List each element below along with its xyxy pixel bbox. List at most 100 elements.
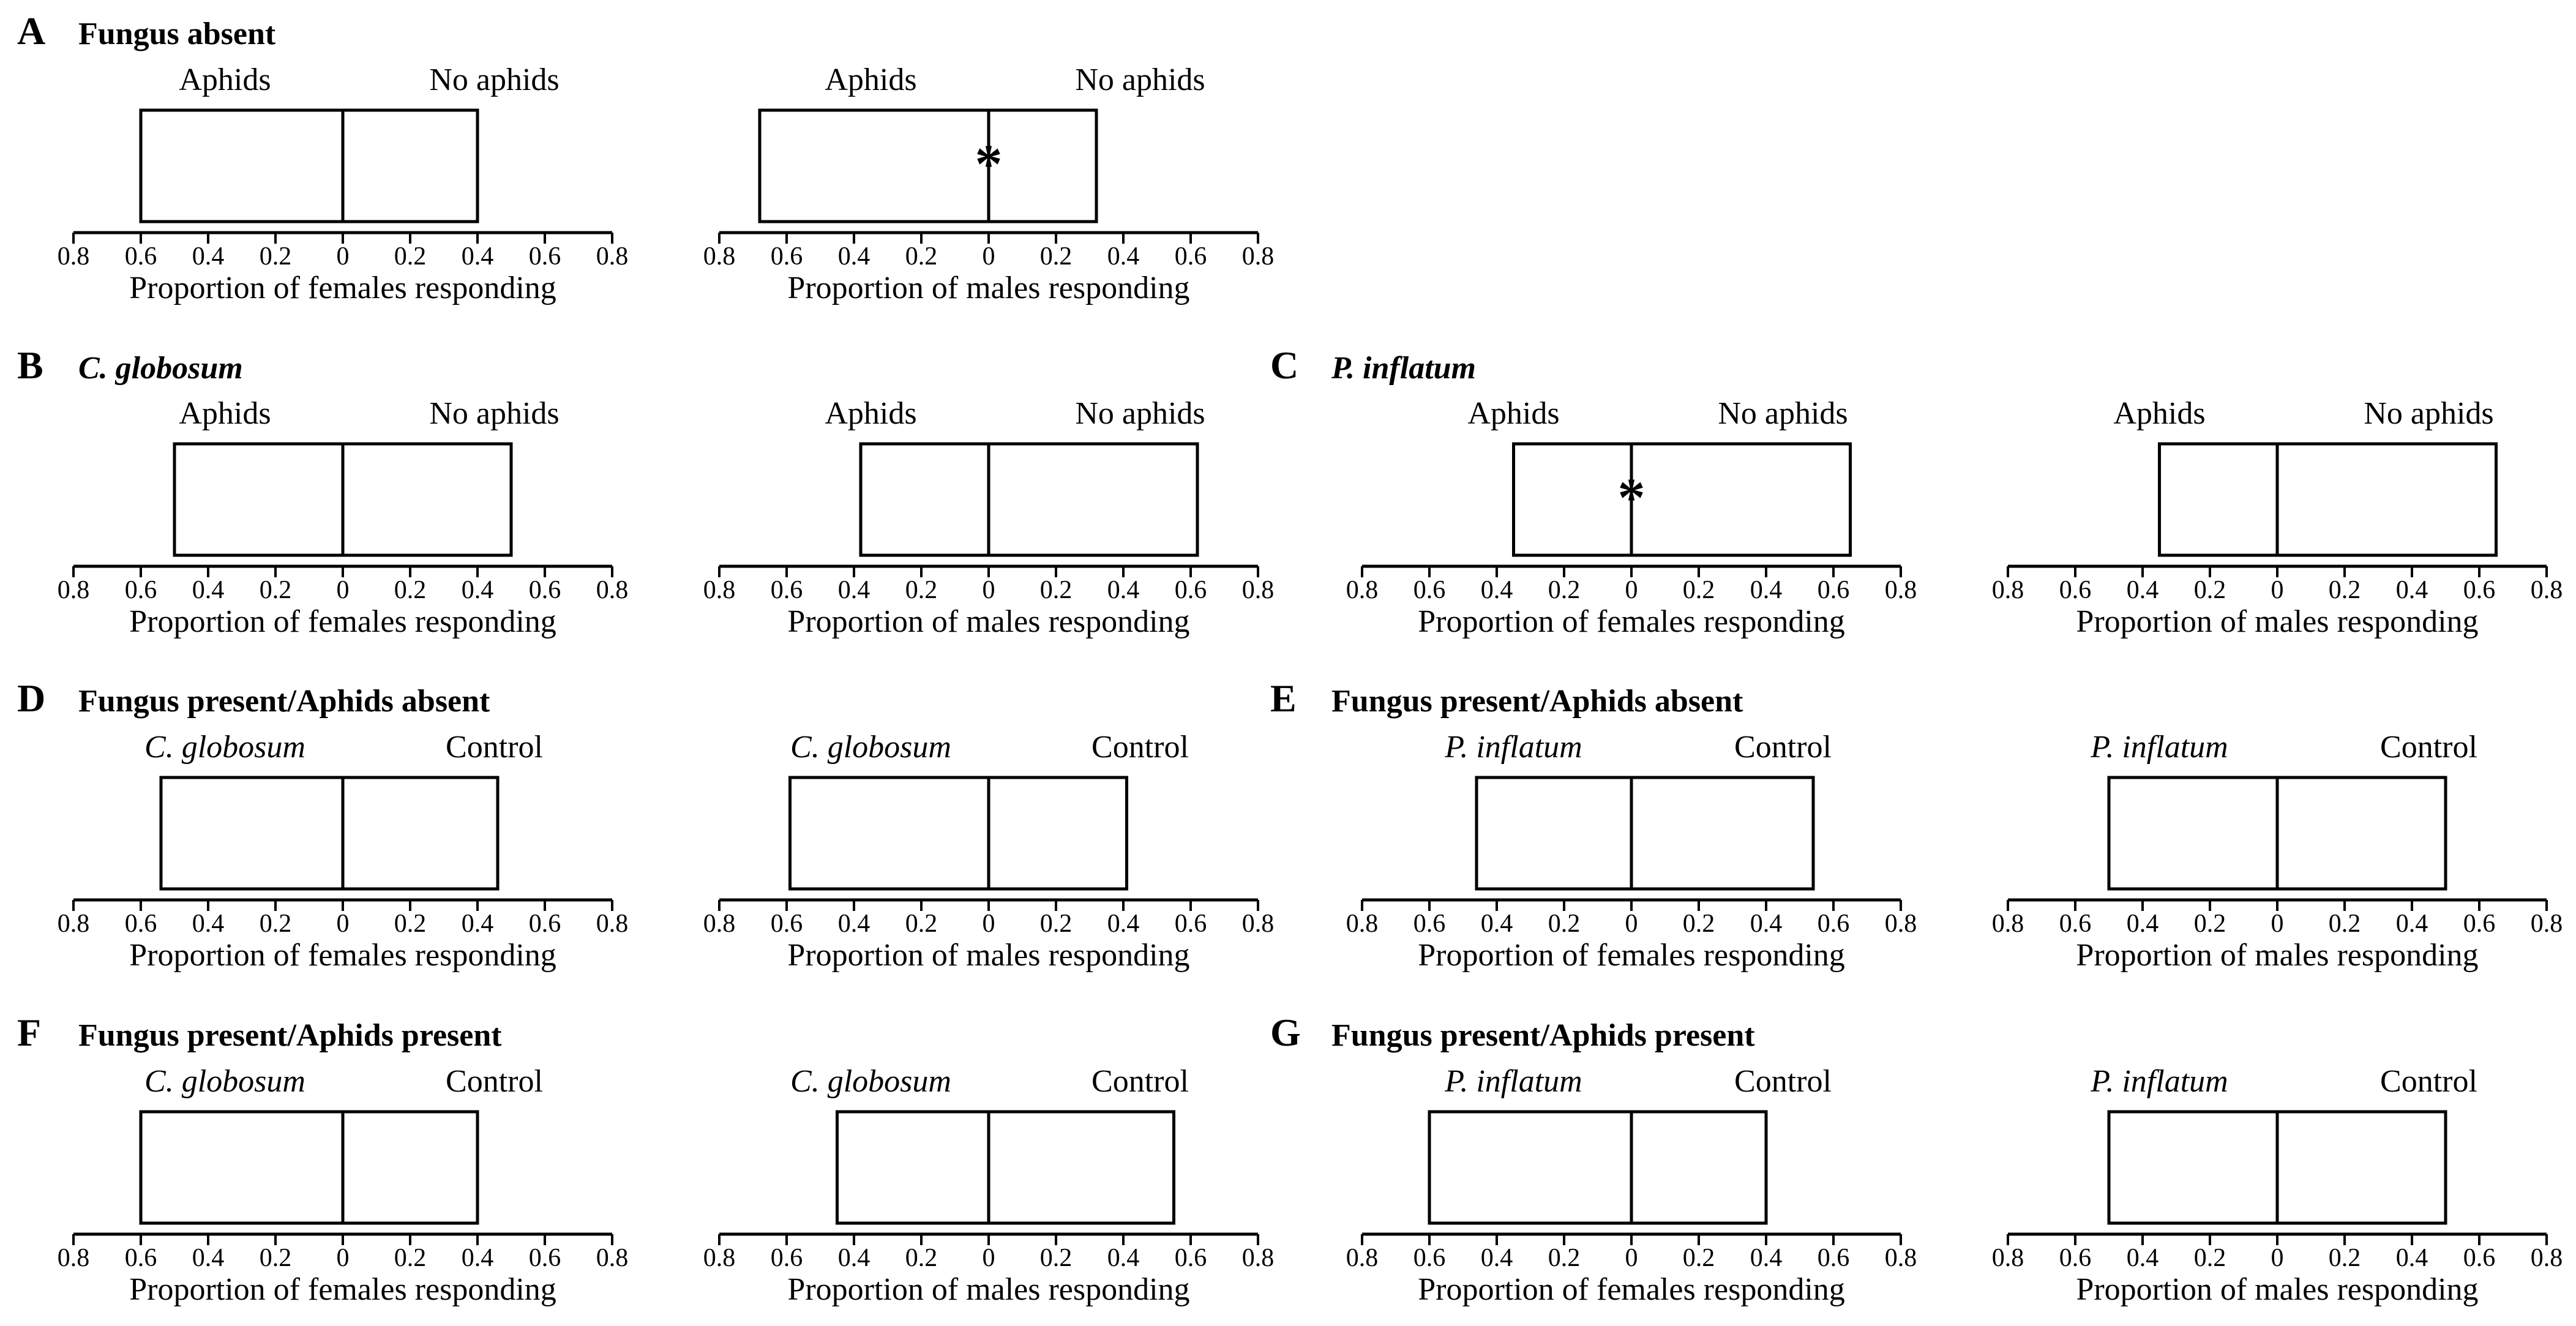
x-axis-title: Proportion of females responding xyxy=(129,1272,556,1307)
x-axis-title: Proportion of males responding xyxy=(787,604,1189,639)
left-category-label: P. inflatum xyxy=(2090,1064,2228,1099)
left-category-label: Aphids xyxy=(825,62,916,97)
left-category-label: P. inflatum xyxy=(1444,730,1582,765)
bar-right xyxy=(987,442,1199,557)
x-tick-label: 0.2 xyxy=(905,242,938,271)
bar-left xyxy=(2158,442,2279,557)
x-tick-label: 0.2 xyxy=(394,242,427,271)
x-tick-label: 0.2 xyxy=(260,1244,292,1272)
panel-letter: B xyxy=(17,343,43,387)
x-tick-label: 0.8 xyxy=(58,576,90,604)
x-tick-label: 0 xyxy=(2271,576,2284,604)
bar-right xyxy=(2275,776,2447,891)
x-axis-title: Proportion of males responding xyxy=(787,1272,1189,1307)
x-tick-label: 0.6 xyxy=(125,576,157,604)
right-category-label: Control xyxy=(1734,730,1832,765)
x-tick-label: 0 xyxy=(2271,1244,2284,1272)
x-tick-label: 0.2 xyxy=(394,910,427,938)
x-tick-label: 0.6 xyxy=(1413,576,1446,604)
x-tick-label: 0.4 xyxy=(1750,1244,1783,1272)
right-category-label: No aphids xyxy=(1718,396,1848,431)
x-tick-label: 0.4 xyxy=(462,576,494,604)
x-tick-label: 0.4 xyxy=(2127,1244,2159,1272)
bar-right xyxy=(341,442,513,557)
x-tick-label: 0.8 xyxy=(596,910,629,938)
x-tick-label: 0.4 xyxy=(1107,576,1140,604)
x-axis-title: Proportion of males responding xyxy=(2076,604,2478,639)
x-tick-label: 0.2 xyxy=(2329,910,2361,938)
right-category-label: No aphids xyxy=(2364,396,2493,431)
left-category-label: Aphids xyxy=(179,396,271,431)
x-tick-label: 0.4 xyxy=(192,1244,225,1272)
panel-title: C. globosum xyxy=(78,351,243,386)
right-category-label: Control xyxy=(1734,1064,1832,1099)
x-axis-title: Proportion of males responding xyxy=(787,938,1189,973)
x-tick-label: 0.2 xyxy=(905,910,938,938)
x-tick-label: 0.4 xyxy=(838,242,871,271)
x-tick-label: 0.8 xyxy=(1885,1244,1917,1272)
x-tick-label: 0 xyxy=(983,576,995,604)
right-category-label: Control xyxy=(2380,730,2477,765)
x-tick-label: 0.2 xyxy=(1548,910,1581,938)
x-tick-label: 0.4 xyxy=(1750,910,1783,938)
x-tick-label: 0.4 xyxy=(192,242,225,271)
bar-left xyxy=(2107,776,2279,891)
x-tick-label: 0.8 xyxy=(596,1244,629,1272)
x-axis-title: Proportion of males responding xyxy=(787,271,1189,305)
x-tick-label: 0.6 xyxy=(529,1244,561,1272)
x-tick-label: 0.8 xyxy=(1992,1244,2024,1272)
x-tick-label: 0.8 xyxy=(58,242,90,271)
x-tick-label: 0.8 xyxy=(1992,576,2024,604)
x-tick-label: 0.2 xyxy=(905,576,938,604)
panel-letter: D xyxy=(17,676,45,720)
x-tick-label: 0.2 xyxy=(2329,576,2361,604)
x-tick-label: 0.2 xyxy=(1040,576,1073,604)
x-tick-label: 0.6 xyxy=(1175,910,1207,938)
x-tick-label: 0.8 xyxy=(58,910,90,938)
x-tick-label: 0.8 xyxy=(1885,576,1917,604)
x-axis-title: Proportion of females responding xyxy=(1418,1272,1845,1307)
x-tick-label: 0.6 xyxy=(529,910,561,938)
x-tick-label: 0.8 xyxy=(1992,910,2024,938)
bar-left xyxy=(859,442,990,557)
x-tick-label: 0.4 xyxy=(462,242,494,271)
x-tick-label: 0.2 xyxy=(905,1244,938,1272)
x-tick-label: 0 xyxy=(983,1244,995,1272)
left-category-label: Aphids xyxy=(1467,396,1559,431)
x-tick-label: 0.4 xyxy=(2127,576,2159,604)
x-tick-label: 0.2 xyxy=(260,576,292,604)
left-category-label: Aphids xyxy=(825,396,916,431)
x-tick-label: 0.4 xyxy=(2396,576,2428,604)
x-tick-label: 0 xyxy=(1625,910,1638,938)
bar-right xyxy=(987,108,1098,223)
bar-right xyxy=(987,776,1128,891)
charts: Aphids No aphids 0.8 0.6 0.4 0.2 0 0.2 0.4 0.6 0.8… xyxy=(58,62,2563,1307)
x-tick-label: 0 xyxy=(1625,1244,1638,1272)
bar-right xyxy=(2275,442,2498,557)
right-category-label: Control xyxy=(2380,1064,2477,1099)
x-tick-label: 0.2 xyxy=(2194,910,2226,938)
x-tick-label: 0.6 xyxy=(1818,576,1850,604)
x-tick-label: 0.4 xyxy=(2127,910,2159,938)
x-tick-label: 0.2 xyxy=(1683,576,1715,604)
bar-left xyxy=(788,776,990,891)
x-tick-label: 0.4 xyxy=(2396,1244,2428,1272)
x-tick-label: 0.8 xyxy=(1346,910,1379,938)
x-tick-label: 0.2 xyxy=(2329,1244,2361,1272)
bar-left xyxy=(1512,442,1633,557)
x-tick-label: 0.6 xyxy=(1818,1244,1850,1272)
x-tick-label: 0.8 xyxy=(2531,1244,2563,1272)
x-tick-label: 0.8 xyxy=(1346,1244,1379,1272)
bar-right xyxy=(341,108,479,223)
x-tick-label: 0.6 xyxy=(1175,1244,1207,1272)
bar-right xyxy=(2275,1110,2447,1225)
x-tick-label: 0.6 xyxy=(1818,910,1850,938)
